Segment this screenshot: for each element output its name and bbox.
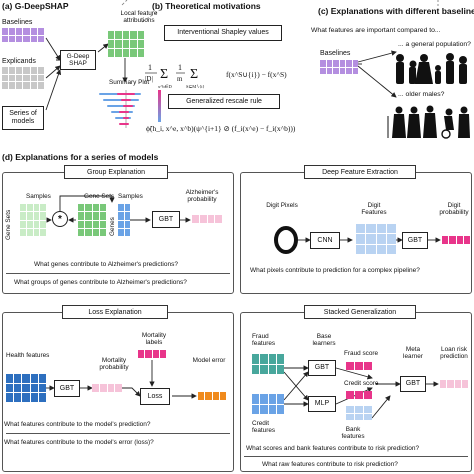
group-samples-left-label: Samples <box>26 193 51 200</box>
group-explanation-title: Group Explanation <box>64 165 168 179</box>
credit-score-bar <box>346 391 372 399</box>
section-b-title: (b) Theoretical motivations <box>152 1 261 11</box>
loss-title: Loss Explanation <box>62 305 168 319</box>
mortality-labels-bar <box>138 350 166 358</box>
local-attributions-label: Local feature attributions <box>120 10 158 25</box>
svg-text:Σ: Σ <box>160 67 168 82</box>
fraud-score-bar <box>346 362 372 370</box>
fraud-score-label: Fraud score <box>344 350 379 357</box>
model-error-bar <box>198 392 226 400</box>
group-samples-right-label: Samples <box>118 193 143 200</box>
explicands-label: Explicands <box>2 58 36 65</box>
bank-features-matrix <box>346 406 372 420</box>
loss-gbt-box: GBT <box>54 380 80 397</box>
fraud-features-label: Fraud features <box>252 333 276 348</box>
summary-plot-label: Summary Plot <box>109 79 150 86</box>
credit-features-matrix <box>252 394 284 414</box>
deep-gbt-box: GBT <box>402 232 428 249</box>
svg-text:S⊆M∖{i}: S⊆M∖{i} <box>186 84 205 89</box>
loss-box: Loss <box>140 388 170 405</box>
loan-risk-label: Loan risk prediction <box>440 346 468 361</box>
section-c-title: (c) Explanations with different baseline… <box>318 6 474 16</box>
deep-question-1: What pixels contribute to prediction for… <box>250 267 420 274</box>
explicands-matrix <box>2 67 44 89</box>
loss-question-1: What features contribute to the model's … <box>4 421 151 428</box>
group-samples-right-matrix <box>118 204 130 236</box>
series-of-models-box: Series of models <box>2 106 44 130</box>
svg-text:m: m <box>177 75 183 83</box>
health-features-matrix <box>6 374 46 402</box>
digit-pixels-label: Digit Pixels <box>266 202 298 209</box>
interventional-label-box: Interventional Shapley values <box>164 25 282 41</box>
base-gbt-box: GBT <box>308 360 336 376</box>
alzheimers-prob-label: Alzheimer's probability <box>185 189 219 204</box>
gene-sets-label: Gene Sets <box>84 193 115 200</box>
svg-text:x^b∈D: x^b∈D <box>158 84 173 89</box>
rescale-label-box: Generalized rescale rule <box>168 94 280 109</box>
credit-score-label: Credit score <box>344 380 379 387</box>
cnn-box: CNN <box>310 232 340 249</box>
baselines-label: Baselines <box>2 19 33 26</box>
older-males-label: ... older males? <box>398 91 445 98</box>
general-population-label: ... a general population? <box>398 41 471 48</box>
meta-gbt-box: GBT <box>400 376 426 392</box>
svg-text:f(x^S∪{i}) − f(x^S): f(x^S∪{i}) − f(x^S) <box>226 70 287 79</box>
mortality-labels-label: Mortality labels <box>141 332 167 347</box>
digit-features-label: Digit Features <box>361 202 387 217</box>
group-gbt-box: GBT <box>152 211 180 228</box>
meta-learner-label: Meta learner <box>403 346 423 361</box>
gdeep-shap-box: G-Deep SHAP <box>60 50 96 70</box>
loan-risk-bar <box>440 380 468 388</box>
group-question-1: What genes contribute to Alzheimer's pre… <box>34 261 178 268</box>
section-c-baselines-label: Baselines <box>320 50 351 57</box>
gene-sets-matrix <box>78 204 106 236</box>
credit-features-label: Credit features <box>252 420 276 435</box>
loss-question-2: What features contribute to the model's … <box>4 439 154 446</box>
stacked-question-1: What scores and bank features contribute… <box>246 445 420 452</box>
svg-text:Σ: Σ <box>190 67 198 82</box>
base-learners-label: Base learners <box>312 333 336 348</box>
loss-divider <box>6 433 230 434</box>
section-a-title: (a) G-DeepSHAP <box>2 1 69 11</box>
mortality-probability-label: Mortality probability <box>99 357 129 372</box>
svg-text:ϕ̃(h_i, x^e, x^b)(ψ^{i+1} ⊘ (f: ϕ̃(h_i, x^e, x^b)(ψ^{i+1} ⊘ (f_i(x^e) − … <box>146 124 296 133</box>
stacked-divider <box>244 456 468 457</box>
group-samples-left-matrix <box>20 204 46 236</box>
model-error-label: Model error <box>192 357 226 364</box>
mlp-box: MLP <box>308 396 336 412</box>
group-divider <box>6 273 230 274</box>
digit-features-matrix <box>356 224 396 254</box>
digit-probability-bar <box>442 236 470 244</box>
health-features-label: Health features <box>6 352 50 359</box>
bank-features-label: Bank features <box>341 426 365 441</box>
stacked-question-2: What raw features contribute to risk pre… <box>262 461 398 468</box>
svg-text:1: 1 <box>148 63 152 72</box>
mortality-probability-bar <box>92 384 122 392</box>
baselines-matrix <box>2 28 44 42</box>
stacked-title: Stacked Generalization <box>304 305 416 319</box>
svg-text:1: 1 <box>178 63 182 72</box>
fraud-features-matrix <box>252 354 284 374</box>
attributions-matrix <box>108 31 144 57</box>
section-c-baselines-matrix <box>320 60 358 74</box>
multiply-node: * <box>52 211 68 227</box>
alzheimers-prob-bar <box>192 215 222 223</box>
section-c-question: What features are important compared to.… <box>311 27 441 34</box>
digit-probability-label: Digit probability <box>439 202 469 217</box>
deep-feature-title: Deep Feature Extraction <box>304 165 416 179</box>
group-question-2: What groups of genes contribute to Alzhe… <box>14 279 187 286</box>
svg-text:|D|: |D| <box>145 75 153 83</box>
section-d-title: (d) Explanations for a series of models <box>2 152 159 162</box>
